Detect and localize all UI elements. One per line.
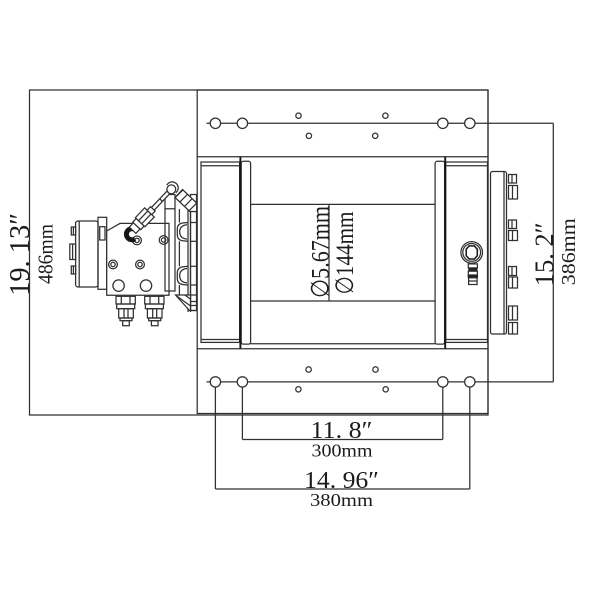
svg-text:14. 96″: 14. 96″	[304, 468, 379, 494]
svg-text:19. 13″: 19. 13″	[4, 213, 36, 296]
svg-text:486mm: 486mm	[34, 224, 58, 284]
svg-text:300mm: 300mm	[312, 441, 373, 461]
svg-text:11. 8″: 11. 8″	[311, 418, 373, 444]
svg-text:380mm: 380mm	[310, 490, 373, 510]
svg-text:∅144mm: ∅144mm	[332, 211, 359, 294]
svg-text:15. 2″: 15. 2″	[530, 222, 559, 286]
svg-text:∅5.67mm: ∅5.67mm	[308, 206, 335, 298]
svg-text:386mm: 386mm	[558, 218, 580, 285]
